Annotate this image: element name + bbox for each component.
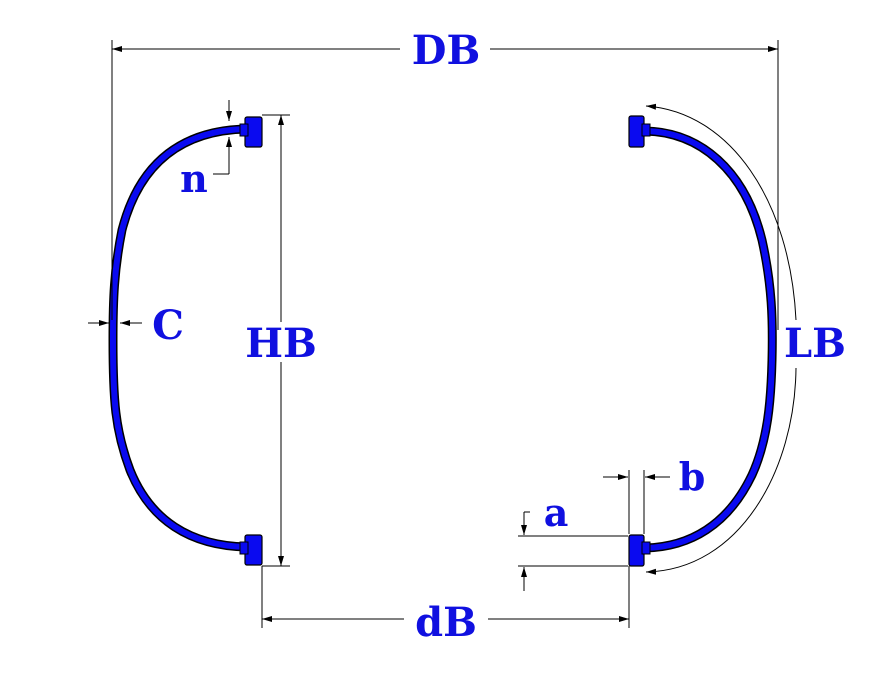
right-bend-part [628, 115, 777, 567]
left-top-flange-neck [239, 123, 249, 137]
dimension-HB: HB [245, 114, 317, 567]
label-b: b [679, 454, 706, 499]
right-top-flange-neck [641, 123, 651, 137]
label-LB: LB [784, 320, 846, 367]
label-C: C [152, 302, 184, 349]
label-n: n [180, 156, 208, 201]
dimension-n: n [180, 100, 232, 201]
label-DB: DB [412, 27, 481, 74]
dimension-DB: DB [111, 27, 779, 330]
dimension-a: a [518, 490, 628, 591]
left-bottom-flange-neck [239, 541, 249, 555]
dimension-b: b [603, 454, 705, 534]
left-bend-tube-fill [109, 126, 250, 550]
right-bend-tube-fill [642, 128, 776, 551]
dimension-dB: dB [261, 566, 630, 646]
right-bend-tube [640, 126, 777, 553]
left-bend-part [108, 116, 263, 566]
label-a: a [544, 490, 569, 535]
label-HB: HB [245, 320, 317, 367]
dimension-LB: LB [645, 103, 846, 575]
dimension-C: C [88, 302, 184, 349]
right-bottom-flange-neck [641, 541, 651, 555]
label-dB: dB [415, 599, 477, 646]
